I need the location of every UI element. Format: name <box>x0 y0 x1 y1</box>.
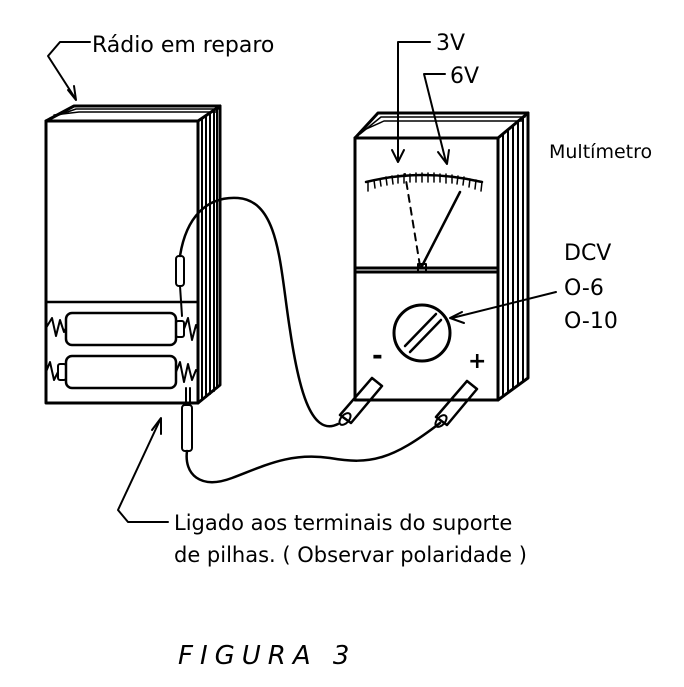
note-line-1: Ligado aos terminais do suporte <box>174 511 512 535</box>
meter-needle-dashed <box>404 173 421 267</box>
meter-needle <box>420 190 462 268</box>
probe-plus <box>434 379 479 428</box>
label-dcv: DCV <box>564 241 611 266</box>
battery-1 <box>45 311 199 347</box>
label-scale-3v: 3V <box>436 31 465 56</box>
meter-scale-ticks <box>367 172 483 192</box>
radio-side-edge <box>196 104 222 405</box>
radio-probe-lower <box>181 387 193 452</box>
multimeter-box <box>338 111 530 428</box>
battery-2 <box>45 354 199 390</box>
label-radio: Rádio em reparo <box>92 33 274 58</box>
test-clip-upper <box>175 255 185 287</box>
multimeter-side-edge <box>496 111 530 402</box>
test-leads <box>178 196 442 484</box>
label-multimeter: Multímetro <box>549 141 652 163</box>
meter-window <box>353 136 500 274</box>
label-minus: - <box>372 341 383 371</box>
radio-box <box>44 104 222 452</box>
range-selector-knob <box>392 303 452 363</box>
pointer-lines <box>47 41 557 523</box>
label-scale-6v: 6V <box>450 64 479 89</box>
label-range-1: O-6 <box>564 276 604 301</box>
figure-caption: FIGURA 3 <box>178 641 356 671</box>
probe-minus <box>338 376 384 426</box>
note-line-2: de pilhas. ( Observar polaridade ) <box>174 543 527 567</box>
label-range-2: O-10 <box>564 309 618 334</box>
label-plus: + <box>468 349 486 374</box>
